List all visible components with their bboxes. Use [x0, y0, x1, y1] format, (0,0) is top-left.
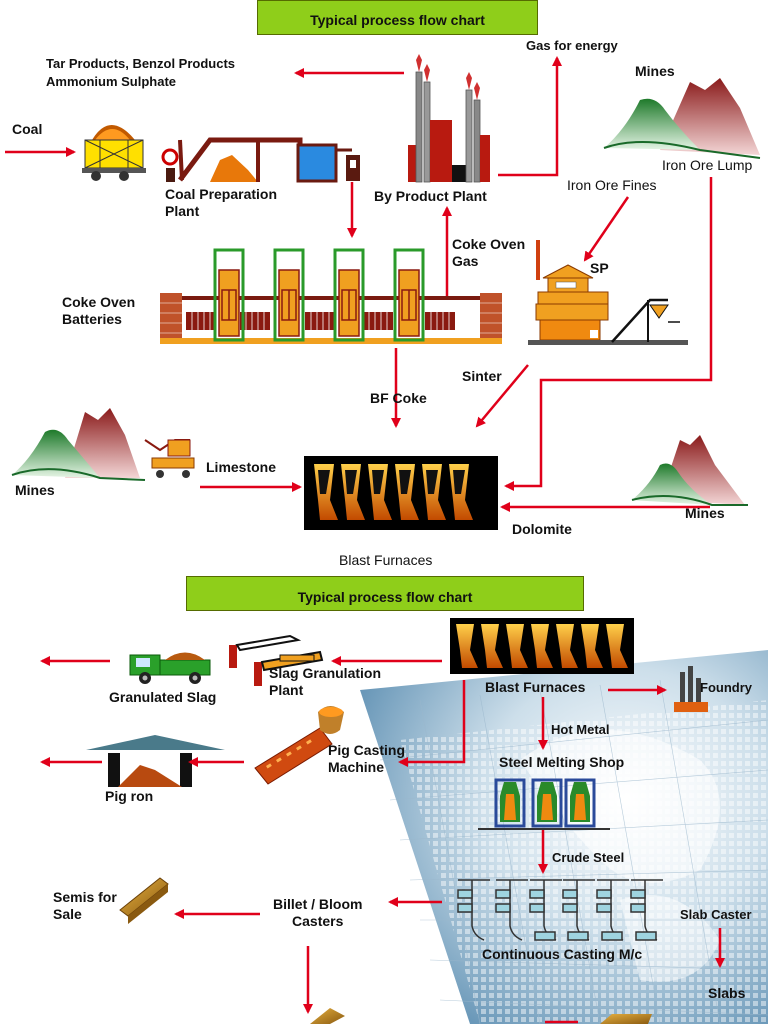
- label-limestone: Limestone: [206, 459, 277, 475]
- coal-conveyor-icon: [161, 137, 360, 183]
- coal-wagon-icon: [82, 125, 146, 181]
- label-mines-top: Mines: [635, 63, 675, 79]
- billet-icon: [119, 877, 652, 1024]
- foundry-icon: [674, 666, 708, 712]
- blast-furnace-icon: [450, 618, 634, 674]
- crane-icon: [144, 439, 195, 478]
- mountain-icon: [11, 408, 146, 481]
- bottom-title: Typical process flow chart: [186, 576, 584, 611]
- label-iron-ore-lump: Iron Ore Lump: [662, 157, 753, 173]
- truck-icon: [129, 652, 211, 684]
- label-mines-right: Mines: [685, 505, 725, 521]
- label-sinter: Sinter: [462, 368, 502, 384]
- label-pig-casting: Pig Casting Machine: [328, 742, 406, 775]
- label-coal-preparation: Coal Preparation Plant: [165, 186, 278, 219]
- label-semis-for-sale: Semis for Sale: [53, 889, 117, 922]
- caster-icon: [457, 879, 663, 941]
- label-foundry: Foundry: [700, 680, 752, 695]
- label-steel-melting-shop: Steel Melting Shop: [499, 754, 625, 770]
- label-continuous-casting: Continuous Casting M/c: [482, 946, 643, 962]
- label-billet-bloom-casters: Billet / Bloom Casters: [273, 896, 363, 929]
- pig-casting-icon: [254, 706, 344, 785]
- label-pig-iron: Pig ron: [105, 788, 154, 804]
- label-slab-caster: Slab Caster: [680, 907, 752, 922]
- label-slabs: Slabs: [708, 985, 746, 1001]
- label-sp: SP: [590, 260, 609, 276]
- label-blast-furnaces-bottom: Blast Furnaces: [485, 679, 586, 695]
- label-tar-products: Tar Products, Benzol Products: [46, 56, 236, 71]
- label-bf-coke: BF Coke: [370, 390, 427, 406]
- label-hot-metal: Hot Metal: [551, 722, 610, 737]
- label-slag-granulation: Slag Granulation Plant: [269, 665, 382, 698]
- converter-icon: [478, 778, 610, 830]
- label-coke-oven-batteries: Coke Oven Batteries: [62, 294, 136, 327]
- blast-furnace-icon: [304, 456, 498, 530]
- slag-plant-icon: [229, 634, 324, 686]
- label-mines-left: Mines: [15, 482, 55, 498]
- coke-oven-icon: [160, 248, 502, 344]
- label-coke-oven-gas: Coke Oven Gas: [452, 236, 526, 269]
- label-by-product-plant: By Product Plant: [374, 188, 487, 204]
- label-crude-steel: Crude Steel: [552, 850, 625, 865]
- label-dolomite: Dolomite: [512, 521, 572, 537]
- chimney-stacks-icon: [408, 54, 490, 183]
- label-blast-furnaces-top: Blast Furnaces: [339, 552, 433, 568]
- label-iron-ore-fines: Iron Ore Fines: [567, 177, 657, 193]
- top-title: Typical process flow chart: [257, 0, 538, 35]
- bottom-flow-arrows: [40, 656, 725, 1024]
- mountain-icon: [631, 435, 748, 506]
- sinter-plant-icon: [528, 240, 688, 345]
- label-coal: Coal: [12, 121, 43, 137]
- label-gas-for-energy: Gas for energy: [526, 38, 618, 53]
- label-granulated-slag: Granulated Slag: [109, 689, 217, 705]
- top-flow-arrows: [5, 56, 713, 512]
- label-ammonium-sulphate: Ammonium Sulphate: [46, 74, 177, 89]
- mountain-icon: [603, 78, 761, 159]
